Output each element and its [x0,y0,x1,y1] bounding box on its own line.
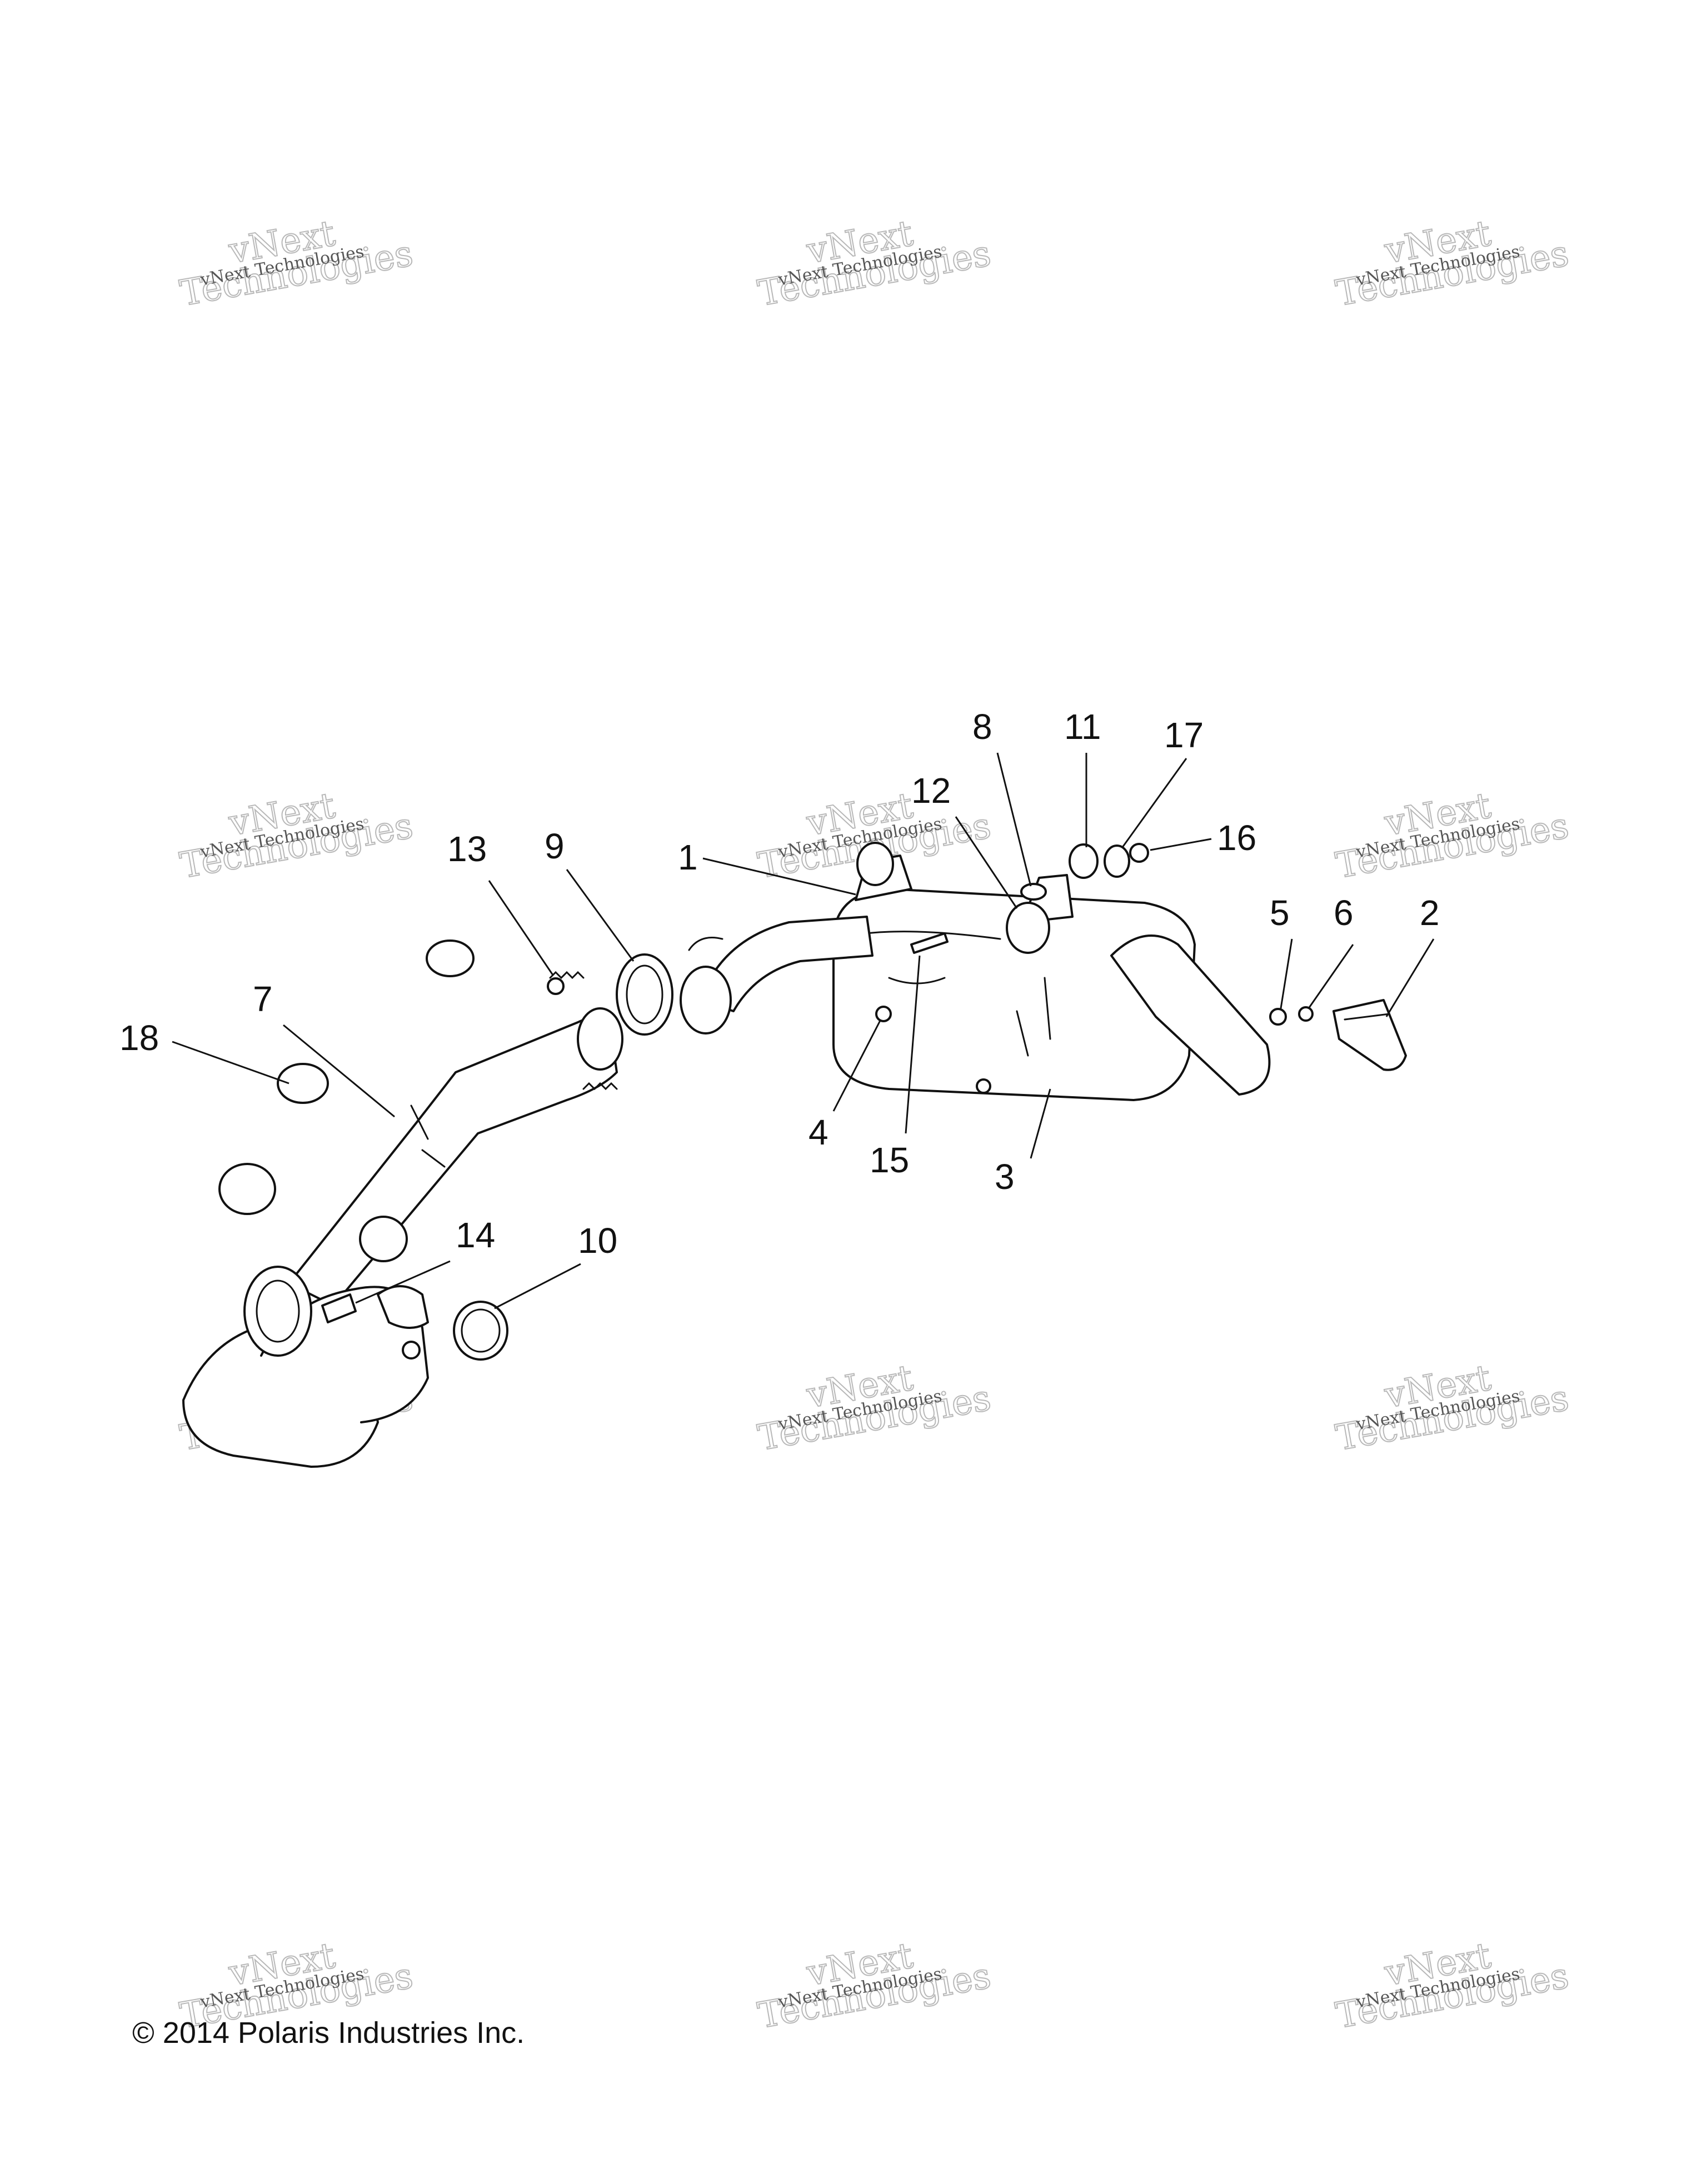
callout-10: 10 [578,1221,617,1261]
callout-14: 14 [456,1215,495,1255]
springs-13 [547,971,618,1091]
copyright-notice: © 2014 Polaris Industries Inc. [132,2016,525,2050]
callout-5: 5 [1270,893,1290,933]
grommet-11 [1069,843,1099,879]
grommet-upper [856,842,894,886]
inlet-pipe [680,916,874,1034]
callout-16: 16 [1217,818,1256,858]
spark-arrestor-tip [1332,999,1407,1071]
callout-18: 18 [119,1018,159,1058]
watermark-row3-col2: Technologies vNext vNext Technologies [755,1357,995,1460]
leader-lines [172,752,1435,1310]
callout-4: 4 [808,1112,828,1152]
callout-3: 3 [995,1157,1015,1197]
callout-15: 15 [870,1140,909,1180]
nut-6 [1298,1006,1314,1022]
exhaust-manifold [182,1266,429,1468]
callout-1: 1 [678,837,698,877]
bolt-14 [321,1293,357,1323]
grommet-12 [1006,902,1050,954]
washer-17 [1104,844,1130,878]
gasket-9 [616,953,673,1036]
callout-17: 17 [1164,715,1204,755]
nut-4 [875,1006,892,1022]
watermark-row1-col1: Technologies vNext vNext Technologies [177,212,417,315]
watermark-row3-col3: Technologies vNext vNext Technologies [1332,1357,1573,1460]
watermark-row2-col3: Technologies vNext vNext Technologies [1332,784,1573,887]
watermark-row4-col2: Technologies vNext vNext Technologies [755,1935,995,2037]
callout-6: 6 [1334,893,1354,933]
watermark-row4-col3: Technologies vNext vNext Technologies [1332,1935,1573,2037]
bushing-8 [1020,883,1047,901]
nut-16 [1129,843,1149,863]
tail-pipe [1110,934,1271,1096]
watermark-row1-col3: Technologies vNext vNext Technologies [1332,212,1573,315]
nut-lower [976,1078,991,1094]
watermarks: Technologies vNext vNext Technologies Te… [177,212,1573,2037]
callout-13: 13 [447,829,487,869]
stud-15 [910,932,949,954]
callouts: 1 2 3 4 5 6 7 8 9 10 11 12 13 14 15 16 1… [119,707,1440,1261]
watermark-row2-col1: Technologies vNext vNext Technologies [177,784,417,887]
callout-8: 8 [972,707,992,747]
screw-5 [1269,1008,1287,1026]
watermark-row1-col2: Technologies vNext vNext Technologies [755,212,995,315]
parts [182,842,1407,1468]
callout-11: 11 [1064,707,1101,747]
callout-2: 2 [1420,893,1440,933]
head-pipe [288,1007,623,1307]
clamps-18 [218,939,475,1262]
callout-7: 7 [253,979,273,1019]
callout-12: 12 [911,771,951,811]
callout-9: 9 [545,826,565,866]
